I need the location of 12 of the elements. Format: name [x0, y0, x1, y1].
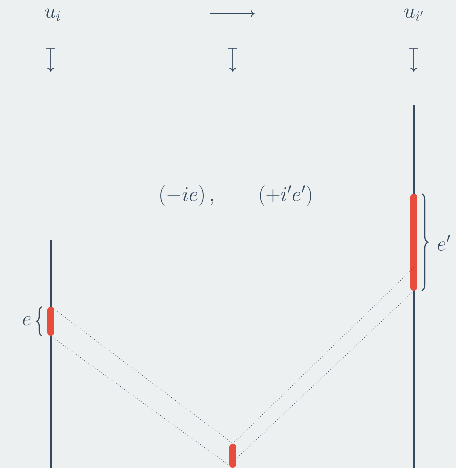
math-label: $u_{i'}$: [404, 8, 423, 22]
dotted-line: [50, 306, 234, 444]
highlight-bar: [48, 307, 54, 336]
math-label: $e'$: [438, 235, 450, 251]
dotted-line: [232, 268, 414, 444]
highlight-bar: [230, 444, 236, 468]
math-label: $u_i$: [45, 8, 60, 22]
highlight-bar: [410, 194, 418, 291]
dotted-line: [232, 290, 414, 462]
dotted-line: [50, 336, 234, 468]
math-label: $(-ie)\,,\qquad(+i'e')$: [160, 186, 312, 206]
math-label: $e$: [23, 316, 31, 326]
